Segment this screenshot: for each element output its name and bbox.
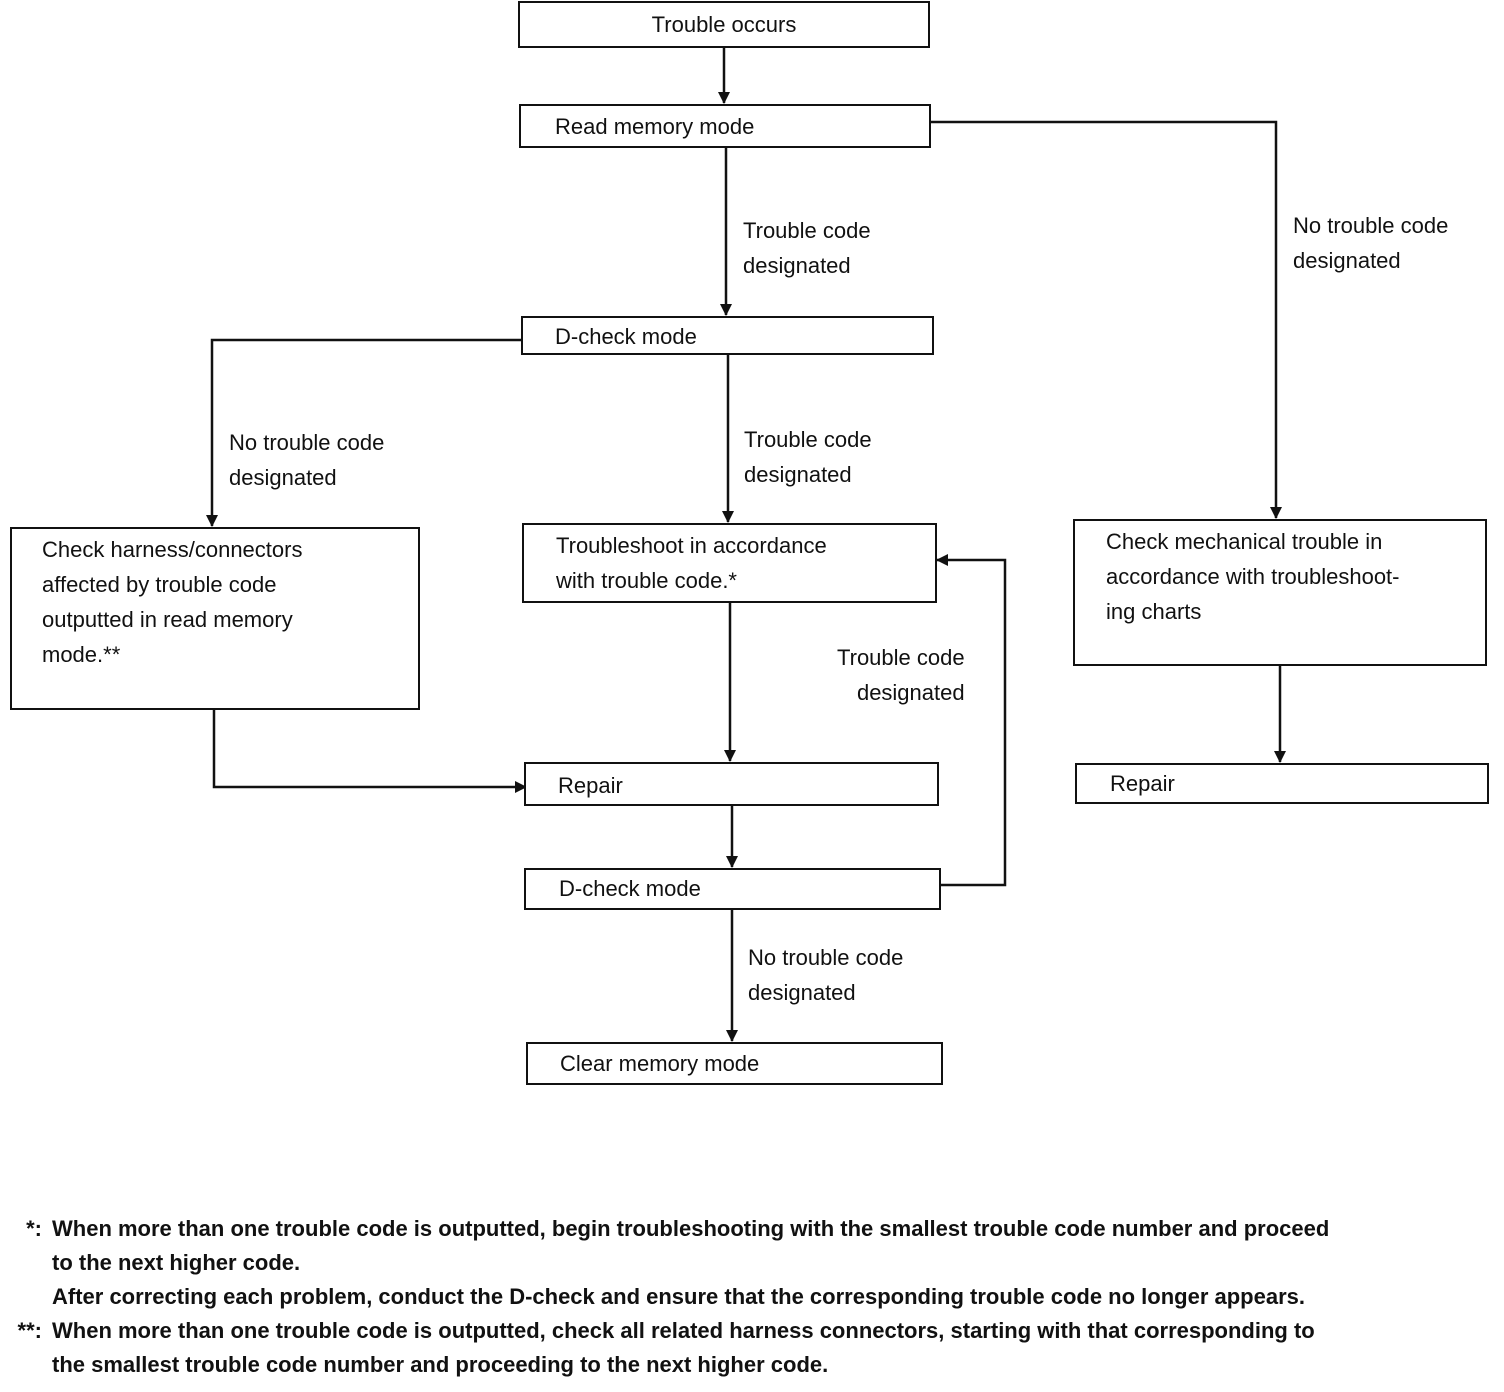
label-no-trouble-code-designated: No trouble code designated — [229, 430, 385, 490]
label-no-trouble-code-designated: No trouble code designated — [1293, 213, 1449, 273]
flow-connectors — [206, 47, 1286, 1042]
footnote-text: to the next higher code. — [52, 1250, 301, 1275]
arrow-dcheck-to-harness — [206, 338, 522, 527]
arrow-dcheck-loop-back — [936, 554, 1007, 887]
troubleshoot-box: Troubleshoot in accordance with trouble … — [522, 523, 937, 603]
label-trouble-code-designated: Trouble code designated — [744, 427, 872, 487]
label-trouble-code-designated: Trouble code designated — [837, 645, 965, 705]
box-label: Check mechanical trouble in accordance w… — [1106, 529, 1400, 624]
footnote-text: When more than one trouble code is outpu… — [52, 1216, 1330, 1241]
label-no-trouble-code-designated: No trouble code designated — [748, 945, 904, 1005]
box-label: Read memory mode — [555, 114, 755, 139]
footnote-text: When more than one trouble code is outpu… — [52, 1318, 1315, 1343]
box-label: Clear memory mode — [560, 1051, 760, 1076]
box-label: Check harness/connectors affected by tro… — [42, 537, 303, 667]
repair-box-center: Repair — [524, 762, 939, 806]
repair-box-right: Repair — [1075, 763, 1489, 804]
box-label: Troubleshoot in accordance with trouble … — [556, 533, 827, 593]
arrow-harness-to-repair — [212, 709, 527, 793]
footnote-marker: *: — [26, 1216, 42, 1241]
box-label: Trouble occurs — [651, 12, 797, 37]
check-harness-box: Check harness/connectors affected by tro… — [10, 527, 420, 710]
read-memory-mode-box: Read memory mode — [519, 104, 931, 148]
box-label: D-check mode — [559, 876, 701, 901]
clear-memory-mode-box: Clear memory mode — [526, 1042, 943, 1085]
footnote-text: After correcting each problem, conduct t… — [52, 1284, 1305, 1309]
box-label: D-check mode — [555, 324, 697, 349]
footnote-text: the smallest trouble code number and pro… — [52, 1352, 829, 1377]
label-trouble-code-designated: Trouble code designated — [743, 218, 871, 278]
d-check-mode-box: D-check mode — [521, 316, 934, 355]
footnote-marker: **: — [17, 1318, 42, 1343]
check-mechanical-box: Check mechanical trouble in accordance w… — [1073, 519, 1487, 666]
trouble-occurs-box: Trouble occurs — [518, 1, 930, 48]
d-check-mode-box-2: D-check mode — [524, 868, 941, 910]
box-label: Repair — [1110, 771, 1175, 796]
arrow-read-to-mechanical — [931, 120, 1282, 519]
troubleshooting-flowchart: Trouble occurs Read memory mode D-check … — [10, 1, 1489, 1085]
box-label: Repair — [558, 773, 623, 798]
